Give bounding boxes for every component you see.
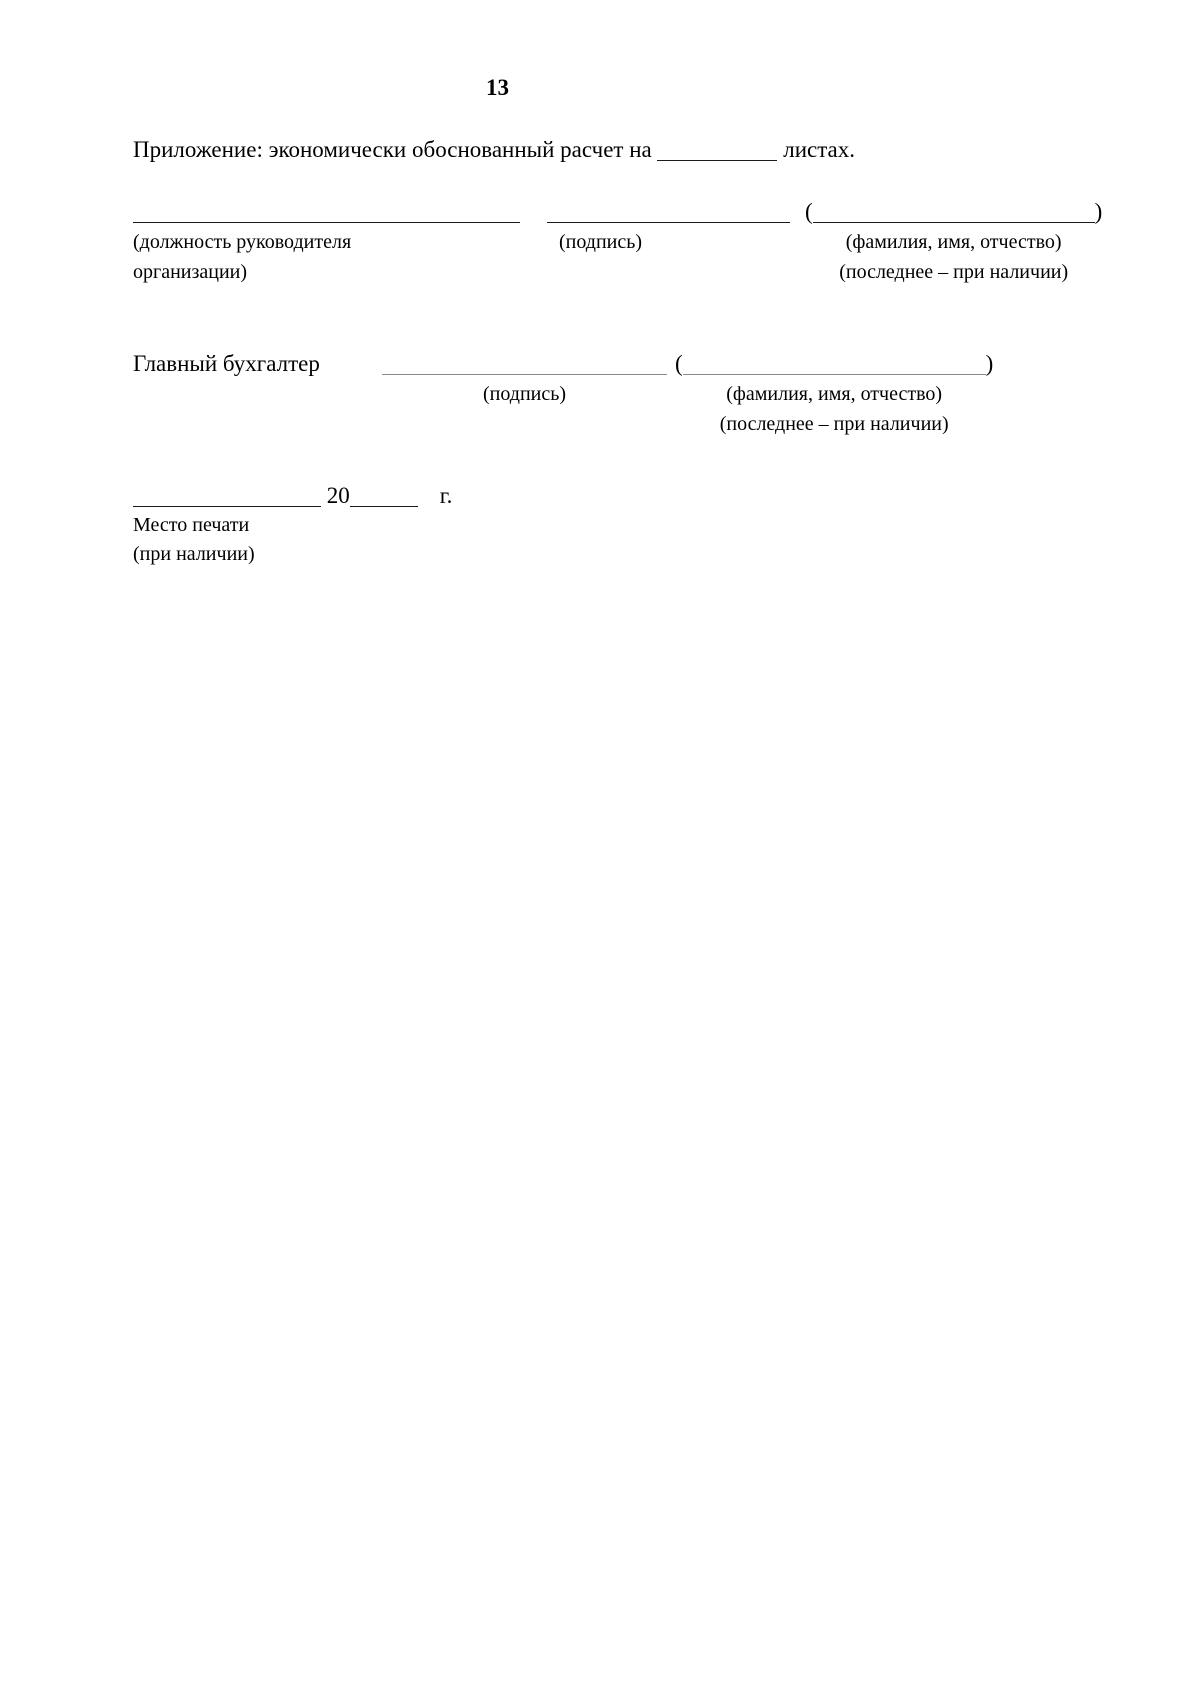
appendix-text-suffix: листах. (783, 137, 856, 162)
appendix-blank-line (657, 159, 778, 161)
director-signature-column: (подпись) (547, 197, 790, 257)
director-name-column: () (фамилия, имя, отчество) (последнее –… (805, 197, 1102, 287)
director-name-caption-line1: (фамилия, имя, отчество) (845, 231, 1062, 253)
director-name-caption-line2: (последнее – при наличии) (839, 261, 1069, 283)
director-signature-block: (должность руководителя организации) (по… (133, 197, 1160, 287)
open-paren: ( (675, 351, 683, 376)
director-position-blank-line (133, 221, 520, 223)
date-blank-line (133, 505, 321, 507)
appendix-text-prefix: Приложение: экономически обоснованный ра… (133, 137, 652, 162)
date-block: 20 г. Место печати (при наличии) (133, 481, 1160, 569)
director-name-blank-line (812, 221, 1095, 223)
accountant-label: Главный бухгалтер (133, 351, 320, 376)
stamp-note-line2: (при наличии) (133, 543, 255, 565)
year-prefix: 20 (326, 483, 350, 508)
accountant-signature-block: Главный бухгалтер (подпись) () (фамилия,… (133, 349, 1160, 439)
year-suffix: г. (439, 483, 453, 508)
accountant-name-column: () (фамилия, имя, отчество) (последнее –… (675, 349, 993, 439)
stamp-note-line1: Место печати (133, 514, 250, 536)
accountant-name-caption-line1: (фамилия, имя, отчество) (726, 383, 943, 405)
close-paren: ) (1094, 199, 1103, 224)
accountant-signature-column: (подпись) (382, 349, 667, 409)
open-paren: ( (805, 199, 813, 224)
accountant-name-blank-line (682, 373, 986, 375)
director-position-column: (должность руководителя организации) (133, 197, 520, 287)
director-position-caption-line1: (должность руководителя (133, 231, 352, 253)
appendix-line: Приложение: экономически обоснованный ра… (133, 135, 1160, 165)
page-number: 13 (486, 75, 509, 100)
accountant-signature-caption: (подпись) (482, 383, 567, 405)
director-signature-caption: (подпись) (559, 231, 643, 253)
page-content: Приложение: экономически обоснованный ра… (133, 135, 1160, 569)
accountant-name-caption-line2: (последнее – при наличии) (719, 413, 949, 435)
director-position-caption-line2: организации) (133, 261, 248, 283)
year-blank-line (349, 505, 418, 507)
director-signature-blank-line (547, 221, 790, 223)
accountant-signature-blank-line (382, 373, 667, 375)
accountant-label-column: Главный бухгалтер (133, 349, 382, 379)
close-paren: ) (985, 351, 994, 376)
